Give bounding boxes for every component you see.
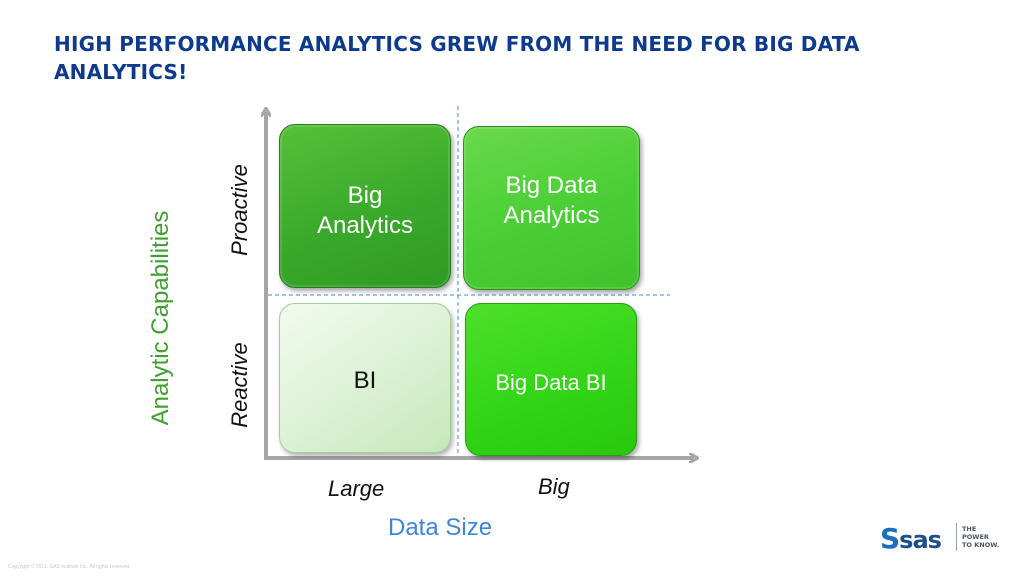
column-label-large: Large bbox=[328, 476, 385, 501]
quadrant-label: Big bbox=[347, 182, 383, 209]
quadrant-big-analytics: Big Analytics bbox=[279, 124, 451, 288]
sas-logo-wordmark: Ssas bbox=[880, 522, 942, 555]
logo-tagline: THE POWER TO KNOW. bbox=[962, 525, 1000, 549]
y-axis-title: Analytic Capabilities bbox=[147, 210, 174, 426]
quadrant-label: Analytics bbox=[316, 212, 414, 239]
quadrant-big-data-bi: Big Data BI bbox=[465, 303, 637, 456]
quadrant-big-data-analytics: Big Data Analytics bbox=[463, 126, 640, 290]
sas-logo: Ssas THE POWER TO KNOW. bbox=[880, 520, 1000, 556]
quadrant-label: Big Data BI bbox=[495, 370, 607, 395]
quadrant-bi: BI bbox=[279, 303, 451, 453]
sas-swirl-icon: S bbox=[880, 522, 900, 555]
x-axis-title: Data Size bbox=[388, 514, 493, 541]
quadrant-label: Big Data bbox=[505, 172, 598, 199]
logo-divider bbox=[956, 523, 957, 551]
quadrant-label: Analytics bbox=[503, 202, 600, 229]
column-label-big: Big bbox=[538, 474, 570, 499]
row-label-reactive: Reactive bbox=[227, 342, 252, 428]
quadrant-label: BI bbox=[353, 367, 377, 394]
copyright-notice: Copyright © 2012, SAS Institute Inc. All… bbox=[8, 564, 131, 570]
row-label-proactive: Proactive bbox=[227, 164, 252, 256]
slide-title: HIGH PERFORMANCE ANALYTICS GREW FROM THE… bbox=[54, 32, 860, 84]
